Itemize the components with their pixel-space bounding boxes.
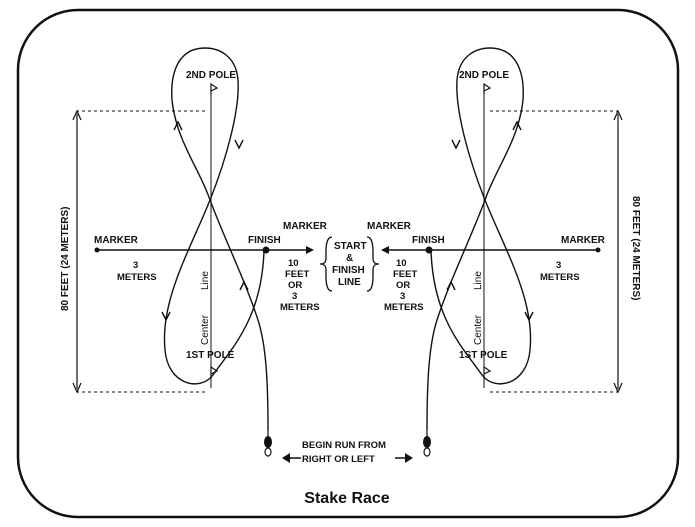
left-rider-icon [264,436,272,457]
start-finish-left-brace [319,236,333,292]
right-marker-finish-label: MARKER [367,221,412,232]
begin-run-line2: RIGHT OR LEFT [302,454,375,465]
left-center-label: Center [200,314,211,345]
left-ten-feet-line4: 3 [292,291,297,302]
left-marker-label: MARKER [94,235,139,246]
left-course: 2ND POLE 1ST POLE MARKER MARKER FINISH 3… [60,47,328,457]
left-line-label: Line [200,271,211,290]
left-second-pole-flag-icon [210,82,219,95]
finish-label: FINISH [332,265,365,276]
right-direction-arrow-2 [512,120,522,131]
right-direction-arrow-4 [446,280,456,291]
right-finish-label: FINISH [412,235,445,246]
right-marker-dot [595,247,601,253]
right-finish-marker-icon [381,246,389,254]
left-direction-arrow-4 [239,280,249,291]
left-first-pole-flag-icon [210,365,219,378]
left-three-label-line1: 3 [133,260,138,271]
left-ten-feet-line1: 10 [288,258,299,269]
left-distance-label: 80 FEET (24 METERS) [60,207,71,311]
right-first-pole-label: 1ST POLE [459,350,508,361]
right-three-label-line2: METERS [540,272,580,283]
start-finish-group: START & FINISH LINE [319,236,380,292]
begin-run-line1: BEGIN RUN FROM [302,440,386,451]
left-second-pole-label: 2ND POLE [186,70,236,81]
left-ten-feet-line5: METERS [280,302,320,313]
start-label: START [334,241,367,252]
left-first-pole-label: 1ST POLE [186,350,235,361]
right-second-pole-label: 2ND POLE [459,70,509,81]
right-rider-icon [423,436,431,457]
right-ten-feet-line2: FEET [393,269,417,280]
right-ten-feet-line4: 3 [400,291,405,302]
left-direction-arrow-2 [173,120,183,131]
left-marker-finish-label: MARKER [283,221,328,232]
begin-run-group: BEGIN RUN FROM RIGHT OR LEFT [282,440,413,465]
right-ten-feet-line1: 10 [396,258,407,269]
right-course: 2ND POLE 1ST POLE MARKER MARKER FINISH 3… [367,47,641,457]
line-label: LINE [338,277,361,288]
left-three-label-line2: METERS [117,272,157,283]
left-figure-eight-path [163,47,269,431]
right-first-pole-flag-icon [483,365,492,378]
diagram-title: Stake Race [304,490,389,507]
right-direction-arrow-1 [451,139,461,150]
ampersand-label: & [346,253,353,264]
left-ten-feet-line3: OR [288,280,302,291]
right-ten-feet-line5: METERS [384,302,424,313]
begin-run-right-arrow-icon [405,453,413,463]
left-finish-marker-icon [306,246,314,254]
left-direction-arrow-1 [234,139,244,150]
right-line-label: Line [473,271,484,290]
right-finish-dot [425,246,433,254]
left-finish-dot [262,246,270,254]
right-three-label-line1: 3 [556,260,561,271]
right-second-pole-flag-icon [483,82,492,95]
left-direction-arrow-3 [161,311,171,322]
left-marker-dot [94,247,100,253]
start-finish-right-brace [366,236,380,292]
diagram-frame [16,8,680,519]
left-finish-label: FINISH [248,235,281,246]
right-center-label: Center [473,314,484,345]
right-figure-eight-path [426,47,532,431]
right-distance-label: 80 FEET (24 METERS) [630,196,641,300]
right-ten-feet-line3: OR [396,280,410,291]
right-marker-label: MARKER [561,235,606,246]
left-ten-feet-line2: FEET [285,269,309,280]
begin-run-left-arrow-icon [282,453,290,463]
right-direction-arrow-3 [524,311,534,322]
